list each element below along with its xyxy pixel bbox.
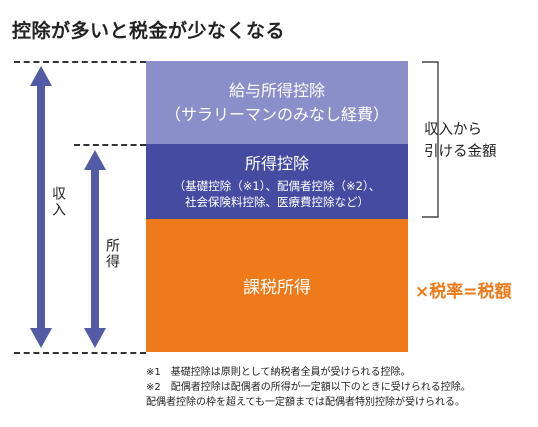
page-title: 控除が多いと税金が少なくなる: [12, 20, 286, 42]
income-label: 収入: [50, 186, 66, 218]
taxable-income-box: 課税所得: [146, 219, 408, 352]
income-deduction-detail-1: （基礎控除（※1）、配偶者控除（※2）、: [173, 178, 381, 193]
footnote-2: ※2 配偶者控除は配偶者の所得が一定額以下のときに受けられる控除。: [146, 382, 471, 393]
footnotes: ※1 基礎控除は原則として納税者全員が受けられる控除。 ※2 配偶者控除は配偶者…: [146, 365, 471, 410]
income-deduction-box: 所得控除 （基礎控除（※1）、配偶者控除（※2）、 社会保険料控除、医療費控除な…: [146, 144, 408, 219]
footnote-3: 配偶者控除の枠を超えても一定額までは配偶者特別控除が受けられる。: [146, 397, 465, 408]
earnings-label: 所得: [104, 238, 120, 270]
income-deduction-detail-2: 社会保険料控除、医療費控除など）: [185, 194, 369, 209]
deductible-amount-label: 収入から 引ける金額: [424, 119, 497, 163]
deductible-amount-line-1: 収入から: [424, 122, 482, 138]
deduction-bracket: [422, 61, 439, 218]
bottom-dashed-line: [14, 352, 146, 354]
salary-deduction-note: （サラリーマンのみなし経費）: [164, 104, 389, 124]
income-double-arrow: [30, 66, 52, 348]
salary-deduction-box: 給与所得控除 （サラリーマンのみなし経費）: [146, 61, 408, 144]
footnote-1: ※1 基礎控除は原則として納税者全員が受けられる控除。: [146, 367, 411, 378]
taxable-income-title: 課税所得: [243, 278, 311, 298]
earnings-double-arrow: [84, 150, 106, 348]
salary-deduction-title: 給与所得控除: [228, 80, 325, 100]
income-deduction-title: 所得控除: [244, 153, 309, 173]
middle-dashed-line: [74, 144, 146, 146]
deductible-amount-line-2: 引ける金額: [424, 144, 497, 160]
tax-formula: ×税率=税額: [415, 282, 512, 302]
top-dashed-line: [14, 61, 146, 63]
